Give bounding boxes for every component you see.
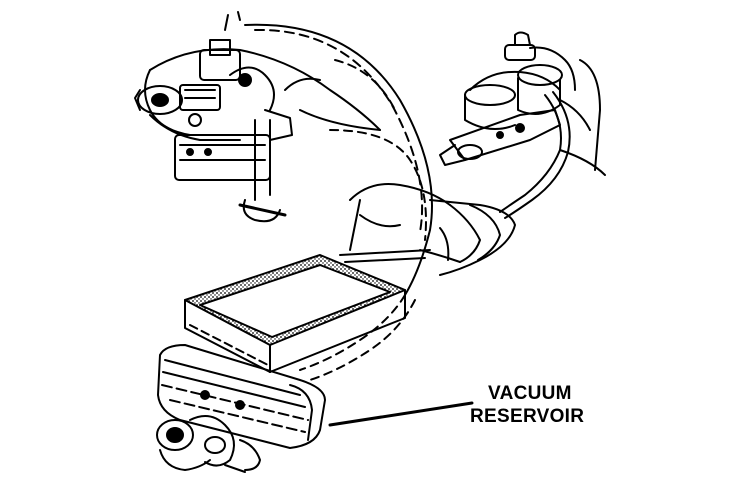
- label-line-1: VACUUM: [488, 383, 572, 404]
- callout-leader-line: [328, 401, 474, 427]
- brake-pedal-assembly: [134, 11, 381, 223]
- vacuum-reservoir-label: VACUUM RESERVOIR: [470, 382, 584, 428]
- master-cylinder: [439, 31, 606, 219]
- reservoir-cover-plate: [184, 254, 406, 373]
- vacuum-reservoir: [157, 344, 326, 449]
- firewall-and-engine-bay: [339, 183, 516, 276]
- vacuum-fittings: [156, 415, 261, 473]
- label-line-2: RESERVOIR: [470, 406, 585, 427]
